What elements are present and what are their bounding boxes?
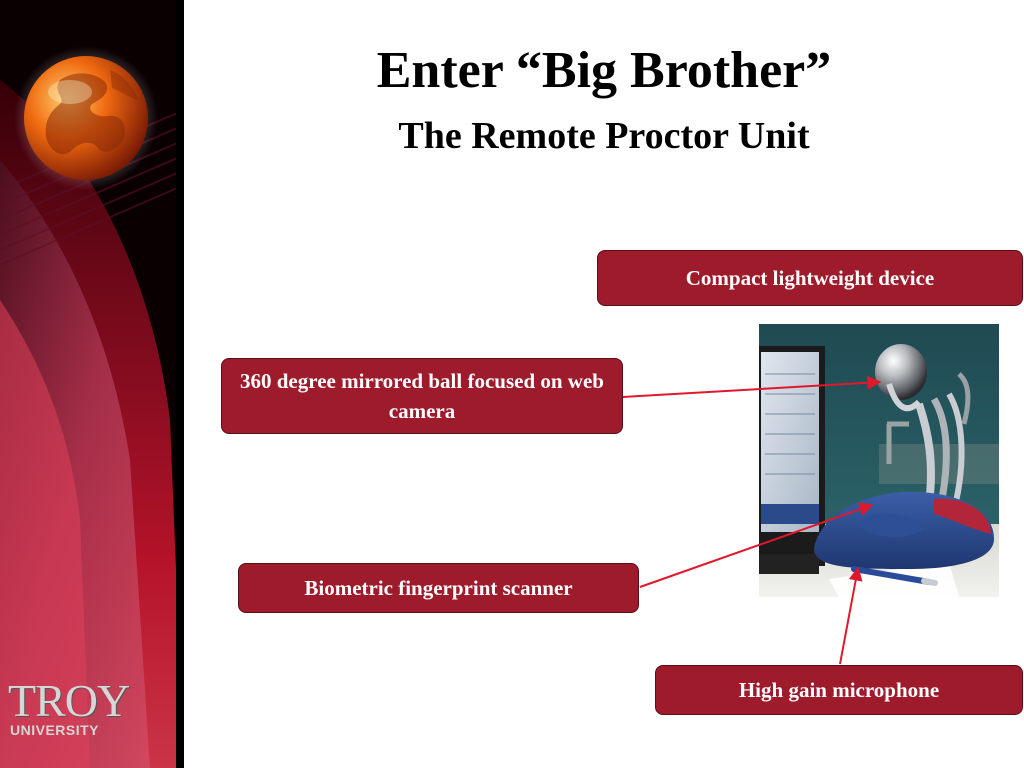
device-illustration: [759, 324, 999, 597]
logo-wordmark: TROY: [8, 675, 130, 726]
callout-microphone: High gain microphone: [655, 665, 1023, 715]
callout-compact-device: Compact lightweight device: [597, 250, 1023, 306]
callout-biometric-scanner: Biometric fingerprint scanner: [238, 563, 639, 613]
device-photo: [759, 324, 999, 597]
slide-subtitle: The Remote Proctor Unit: [398, 115, 810, 157]
logo-subtext: UNIVERSITY: [10, 722, 100, 738]
slide-title: Enter “Big Brother”: [376, 42, 832, 99]
callout-mirrored-ball: 360 degree mirrored ball focused on web …: [221, 358, 623, 434]
sidebar-decoration: TROY UNIVERSITY: [0, 0, 184, 768]
globe-icon: [24, 56, 148, 180]
troy-logo: TROY UNIVERSITY: [8, 675, 138, 739]
